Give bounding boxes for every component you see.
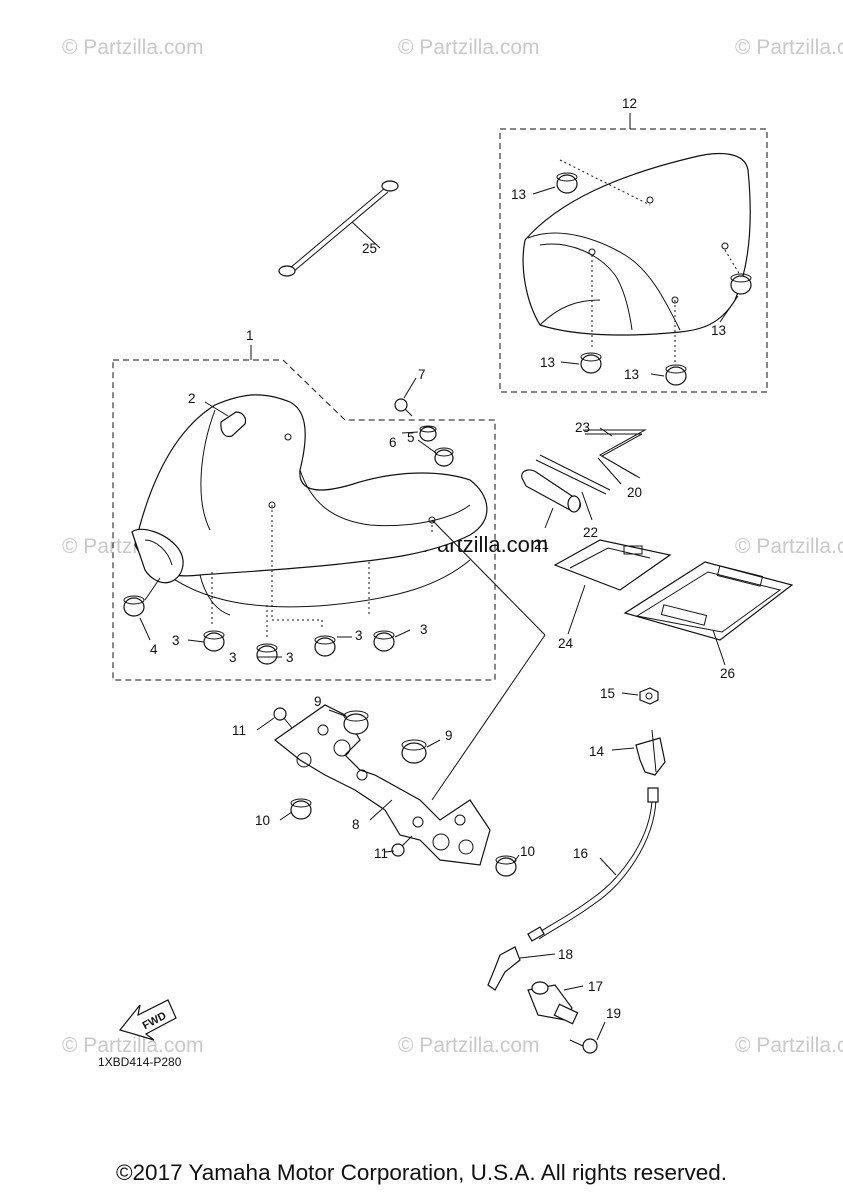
watermark: © Partzilla.com xyxy=(735,1034,843,1057)
callout-6: 6 xyxy=(389,435,397,450)
callout-16: 16 xyxy=(573,846,588,861)
lock-17 xyxy=(527,981,579,1025)
rider-seat xyxy=(131,394,488,640)
bolt-11 xyxy=(273,707,413,857)
seat-assembly-box xyxy=(112,359,496,681)
callout-12: 12 xyxy=(622,96,637,111)
damper-4 xyxy=(123,577,161,617)
callout-3: 3 xyxy=(355,628,363,643)
callout-15: 15 xyxy=(600,686,615,701)
callout-21: 21 xyxy=(534,537,549,552)
fasteners-5-6-7 xyxy=(394,398,454,467)
callout-3: 3 xyxy=(229,650,237,665)
nut-15 xyxy=(639,687,659,705)
callout-10: 10 xyxy=(520,844,535,859)
callout-8: 8 xyxy=(352,817,360,832)
callout-20: 20 xyxy=(627,485,642,500)
callout-7: 7 xyxy=(418,367,426,382)
diagram-code: 1XBD414-P280 xyxy=(98,1055,182,1069)
callout-2: 2 xyxy=(188,391,196,406)
tool-kit xyxy=(521,429,647,513)
callout-18: 18 xyxy=(558,947,573,962)
callout-3: 3 xyxy=(286,650,294,665)
damper-3 xyxy=(203,630,395,665)
callout-11: 11 xyxy=(374,846,388,861)
callout-10: 10 xyxy=(255,813,270,828)
callout-17: 17 xyxy=(588,979,603,994)
leader-lines xyxy=(139,113,739,1041)
lock-bracket-18 xyxy=(487,946,521,991)
passenger-seat-box xyxy=(499,128,768,393)
callout-3: 3 xyxy=(172,633,180,648)
callout-9: 9 xyxy=(445,728,453,743)
parts-diagram: FWD xyxy=(112,96,794,1054)
callout-5: 5 xyxy=(407,430,415,445)
helmet-cable-25 xyxy=(278,180,399,277)
watermark: © Partzilla.com xyxy=(62,36,204,59)
callout-labels: 1 2 3 3 3 3 3 4 5 6 7 8 9 9 10 10 11 11 … xyxy=(150,96,735,1021)
callout-19: 19 xyxy=(606,1006,621,1021)
bolt-19 xyxy=(569,1038,598,1054)
callout-4: 4 xyxy=(150,642,158,657)
callout-25: 25 xyxy=(362,241,377,256)
callout-13: 13 xyxy=(511,187,526,202)
bag-24 xyxy=(553,539,672,591)
seat-bracket-8 xyxy=(273,704,491,866)
lock-bracket-14 xyxy=(635,729,666,776)
callout-3: 3 xyxy=(420,622,428,637)
watermark: © Partzilla.com xyxy=(398,36,540,59)
fwd-arrow-icon: FWD xyxy=(118,999,177,1041)
callout-13: 13 xyxy=(540,355,555,370)
watermark: © Partzilla.com xyxy=(735,535,843,558)
callout-13: 13 xyxy=(711,323,726,338)
callout-23: 23 xyxy=(575,420,590,435)
watermark: © Partzilla.com xyxy=(398,1034,540,1057)
bag-26 xyxy=(623,561,794,641)
damper-13 xyxy=(556,172,752,386)
callout-14: 14 xyxy=(589,744,605,759)
watermark: © Partzilla.com xyxy=(735,36,843,59)
damper-10 xyxy=(290,798,517,877)
callout-26: 26 xyxy=(720,666,735,681)
callout-1: 1 xyxy=(246,328,254,343)
callout-11: 11 xyxy=(232,723,246,738)
watermark: © Partzilla.com xyxy=(62,1034,204,1057)
cable-16 xyxy=(527,787,659,942)
copyright-notice: ©2017 Yamaha Motor Corporation, U.S.A. A… xyxy=(115,1160,728,1185)
callout-22: 22 xyxy=(583,525,598,540)
callout-24: 24 xyxy=(558,636,574,651)
callout-9: 9 xyxy=(314,694,322,709)
callout-13: 13 xyxy=(624,367,639,382)
